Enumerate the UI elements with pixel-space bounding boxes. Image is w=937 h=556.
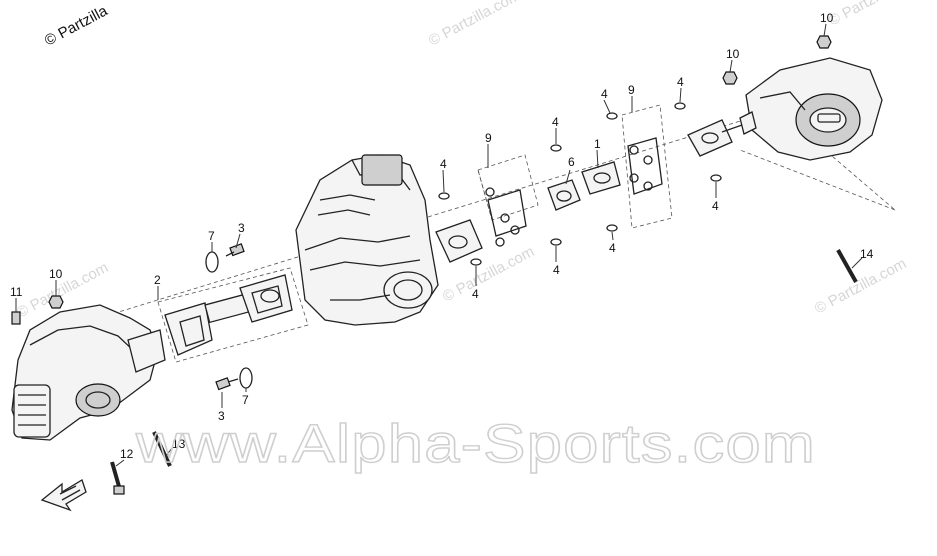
rear-shaft-yoke bbox=[687, 119, 746, 157]
callout-label: 10 bbox=[820, 11, 834, 25]
callout-label: 12 bbox=[120, 447, 134, 461]
washer-4 bbox=[710, 174, 722, 182]
washer-4 bbox=[606, 112, 618, 120]
watermark-big: www.Alpha-Sports.com bbox=[135, 414, 816, 474]
callout-label: 2 bbox=[154, 273, 161, 287]
bolt-3-top bbox=[225, 243, 245, 257]
callout-label: 3 bbox=[218, 409, 225, 423]
flange-1 bbox=[581, 161, 621, 195]
callout-label: 11 bbox=[10, 285, 23, 299]
rear-differential bbox=[739, 57, 883, 161]
stud-14 bbox=[836, 249, 858, 283]
copyright-text: © Partzilla bbox=[42, 2, 111, 50]
front-driveshaft bbox=[157, 267, 309, 363]
universal-joint-9-left bbox=[477, 154, 539, 247]
washer-4 bbox=[606, 224, 618, 232]
callout-label: 1 bbox=[594, 137, 601, 151]
stud-13 bbox=[152, 431, 172, 467]
callout-label: 4 bbox=[472, 287, 479, 301]
bolt-3-bottom bbox=[215, 377, 239, 391]
stud-11 bbox=[11, 311, 21, 325]
bolt-12 bbox=[110, 461, 125, 495]
callout-label: 4 bbox=[677, 75, 684, 89]
callout-label: 9 bbox=[485, 131, 492, 145]
front-differential bbox=[11, 304, 166, 441]
callout-label: 7 bbox=[242, 393, 249, 407]
universal-joint-9-right bbox=[621, 104, 673, 229]
watermark-small: © Partzilla.com bbox=[826, 0, 923, 30]
callout-label: 4 bbox=[609, 241, 616, 255]
nut-10-right-top bbox=[816, 35, 832, 49]
callout-label: 4 bbox=[440, 157, 447, 171]
engine bbox=[295, 154, 439, 326]
washer-4 bbox=[438, 192, 450, 200]
callout-label: 9 bbox=[628, 83, 635, 97]
washer-7-bottom bbox=[239, 367, 253, 389]
washer-4 bbox=[674, 102, 686, 110]
watermark-small: © Partzilla.com bbox=[812, 255, 909, 317]
callout-label: 4 bbox=[601, 87, 608, 101]
callout-label: 7 bbox=[208, 229, 215, 243]
callout-label: 14 bbox=[860, 247, 874, 261]
washer-4 bbox=[550, 144, 562, 152]
callout-label: 3 bbox=[238, 221, 245, 235]
washer-4 bbox=[470, 258, 482, 266]
washer-7-top bbox=[205, 251, 219, 273]
callout-label: 13 bbox=[172, 437, 186, 451]
leader-lines bbox=[15, 23, 863, 467]
washer-4 bbox=[550, 238, 562, 246]
engine-output-yoke bbox=[435, 219, 483, 263]
callout-label: 4 bbox=[553, 263, 560, 277]
coupling-6 bbox=[547, 179, 581, 211]
nut-10-right bbox=[722, 71, 738, 85]
callout-label: 10 bbox=[49, 267, 63, 281]
direction-arrow-icon bbox=[40, 479, 87, 512]
callout-label: 4 bbox=[552, 115, 559, 129]
watermark-small: © Partzilla.com bbox=[426, 0, 523, 50]
callout-label: 4 bbox=[712, 199, 719, 213]
nut-10-left bbox=[48, 295, 64, 309]
callout-label: 10 bbox=[726, 47, 740, 61]
callout-label: 6 bbox=[568, 155, 575, 169]
